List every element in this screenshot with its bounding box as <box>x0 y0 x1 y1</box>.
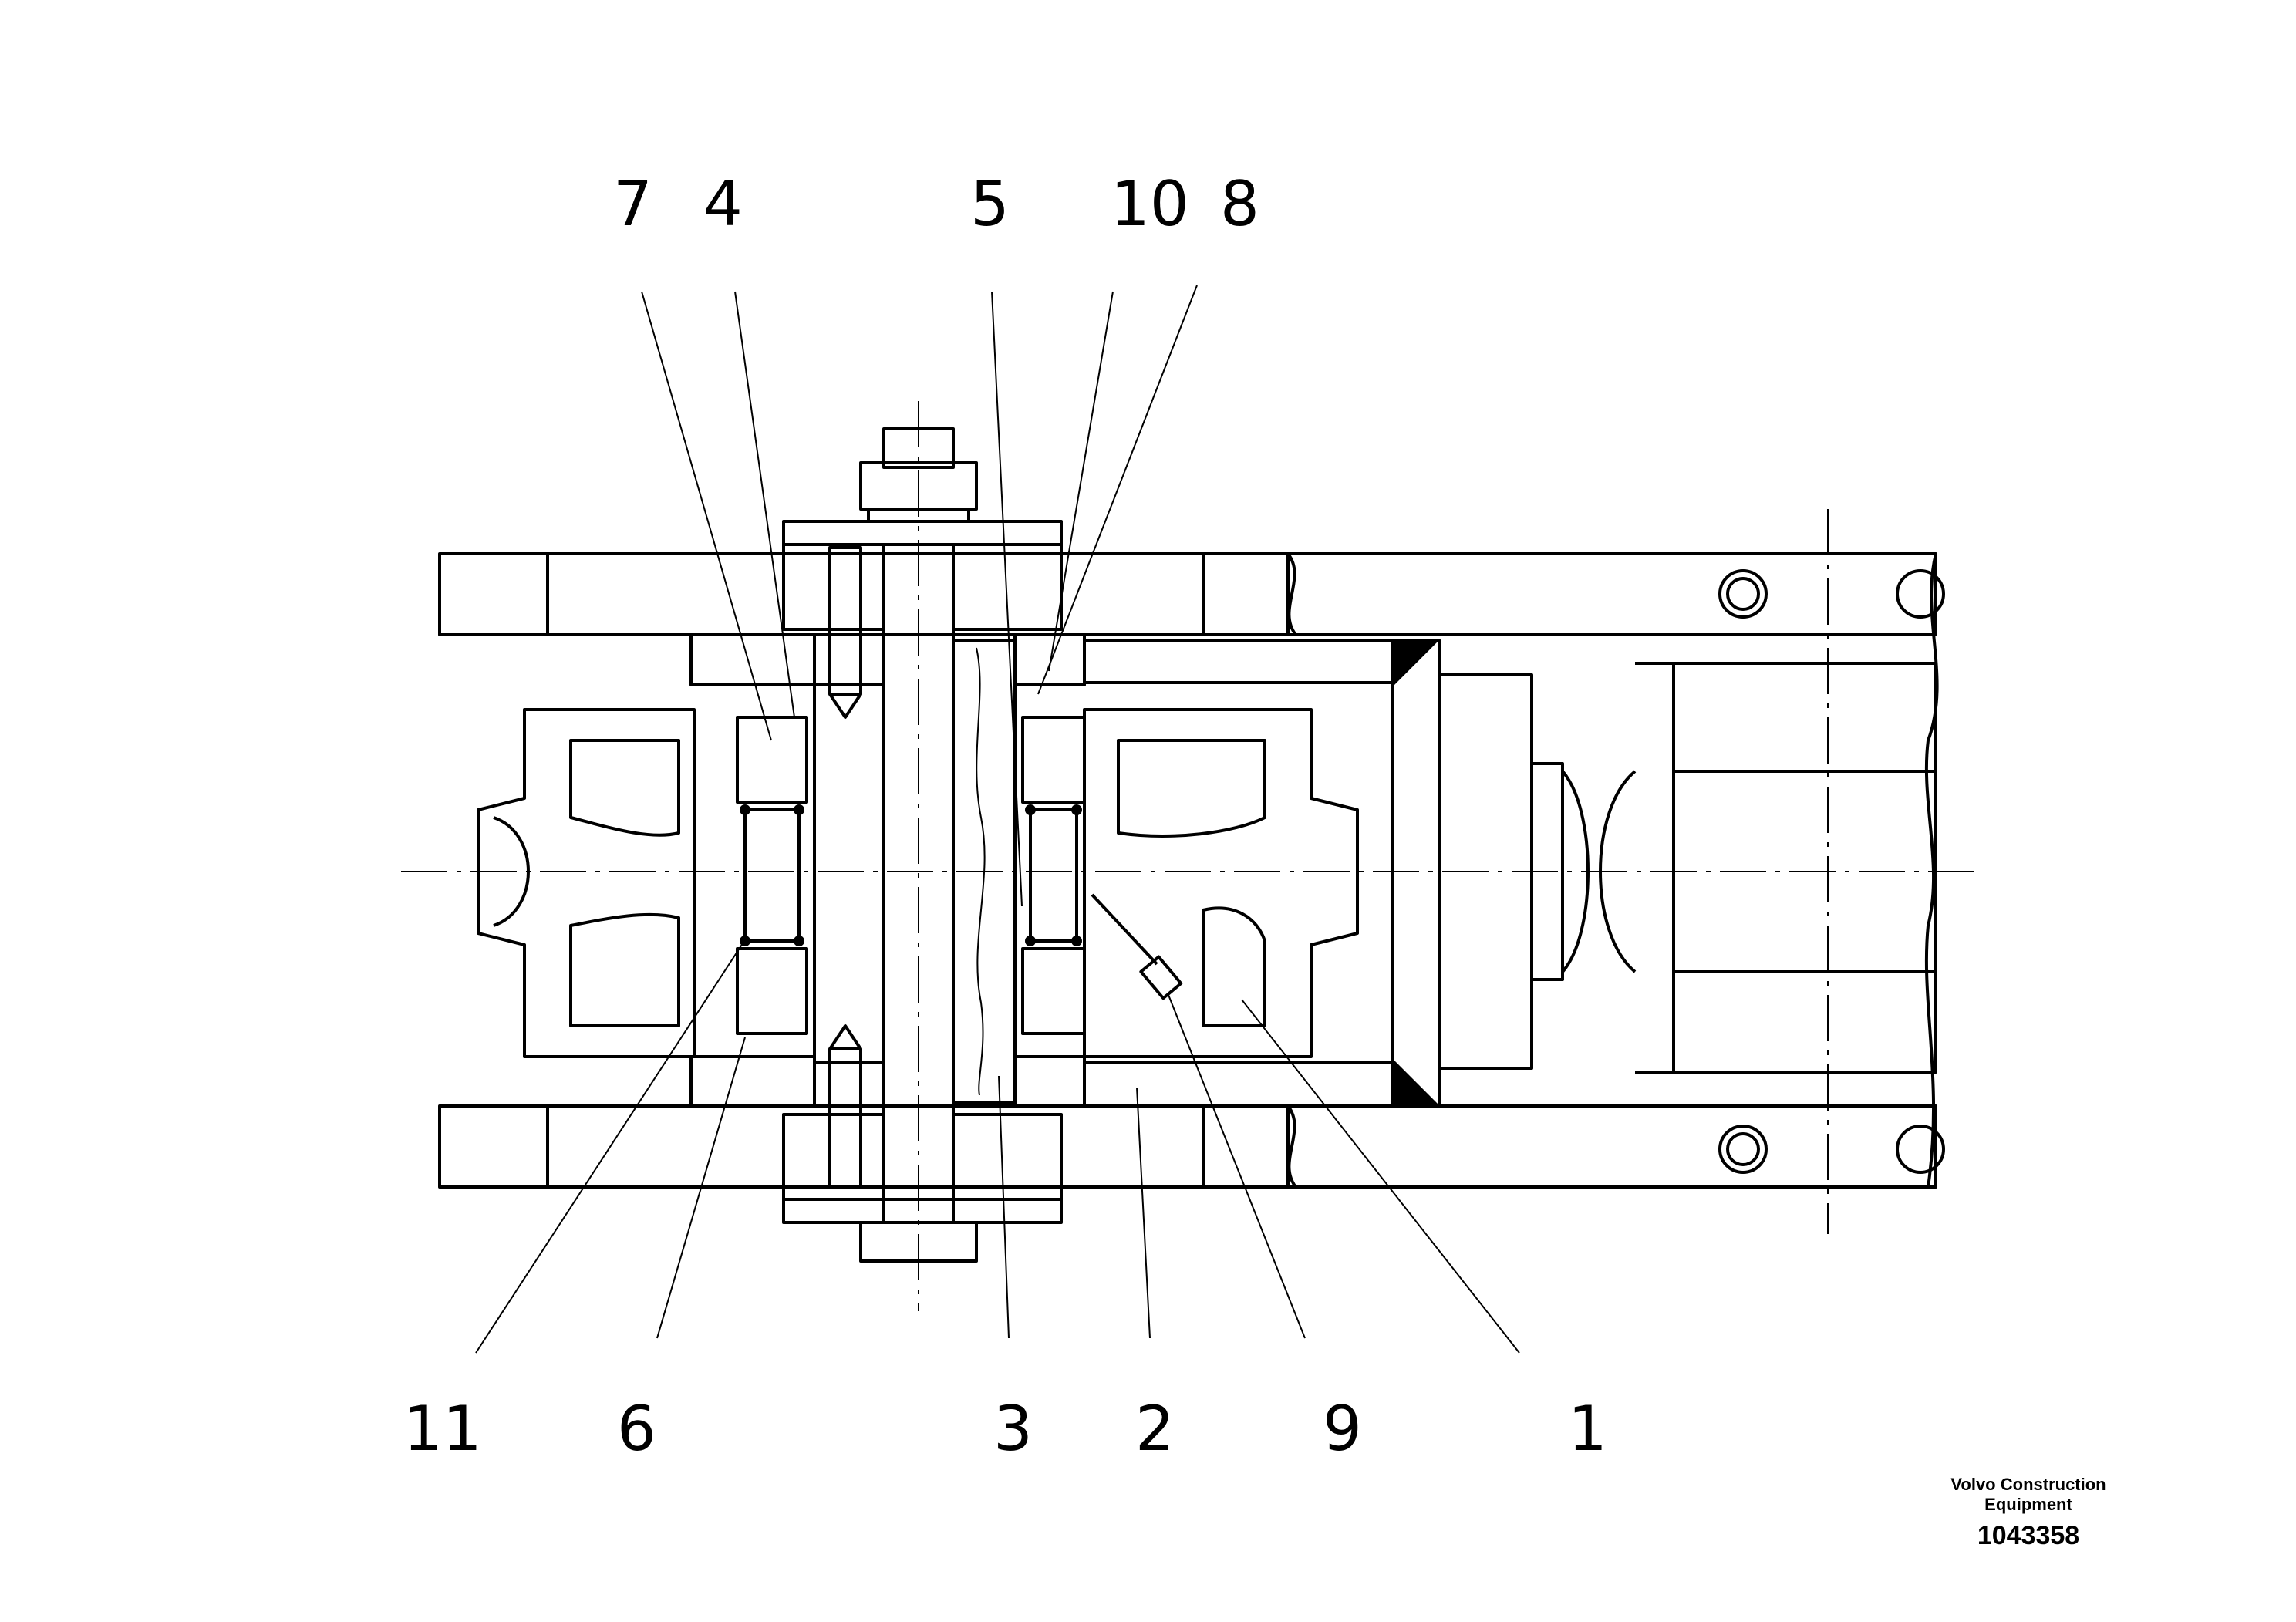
callout-2: 2 <box>1135 1393 1175 1465</box>
callout-11: 11 <box>403 1393 482 1465</box>
callout-3: 3 <box>993 1393 1033 1465</box>
callout-6: 6 <box>617 1393 656 1465</box>
callout-10: 10 <box>1111 168 1189 240</box>
company-line-2: Equipment <box>1984 1495 2072 1514</box>
leader-lines <box>475 285 1520 1354</box>
callout-7: 7 <box>613 168 652 240</box>
bottom-flange <box>689 1055 1086 1224</box>
dowel-pins <box>828 546 862 1189</box>
bearings <box>736 716 1086 1035</box>
callout-5: 5 <box>970 168 1010 240</box>
callout-4: 4 <box>703 168 743 240</box>
callout-9: 9 <box>1323 1393 1362 1465</box>
bolt-and-nut <box>859 401 978 1311</box>
document-number: 1043358 <box>1977 1521 2079 1550</box>
company-line-1: Volvo Construction <box>1950 1475 2106 1494</box>
callout-8: 8 <box>1220 168 1259 240</box>
footer-credit: Volvo Construction Equipment 1043358 <box>1950 1475 2106 1550</box>
callout-1: 1 <box>1568 1393 1607 1465</box>
top-side-plate <box>438 552 1937 636</box>
idler-wheel <box>477 708 1359 1058</box>
top-callouts: 7 4 5 10 8 <box>613 168 1259 240</box>
bottom-callouts: 11 6 3 2 9 1 <box>403 1393 1607 1465</box>
grease-nipple <box>1091 893 1183 1000</box>
bottom-side-plate <box>438 1104 1937 1189</box>
